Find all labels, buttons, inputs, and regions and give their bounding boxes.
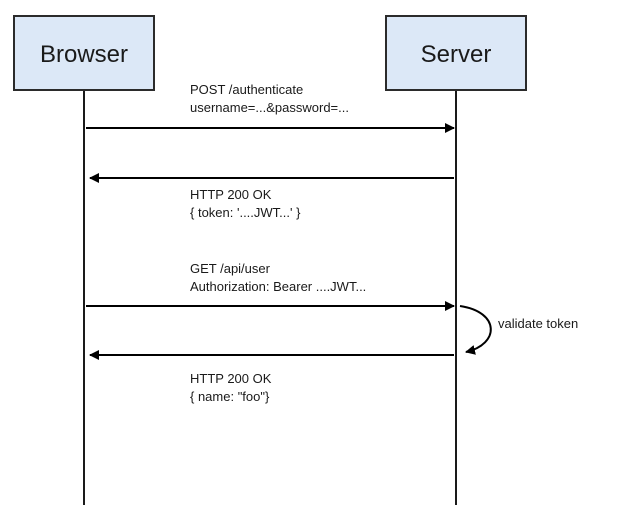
server-label: Server	[421, 41, 492, 68]
browser-actor: Browser	[13, 15, 155, 91]
message-label: { token: '....JWT...' }	[190, 205, 301, 220]
message-label: HTTP 200 OK	[190, 187, 272, 202]
message-label: Authorization: Bearer ....JWT...	[190, 279, 366, 294]
message-token-response: HTTP 200 OK { token: '....JWT...' }	[89, 173, 454, 220]
self-loop-arrow	[459, 305, 492, 355]
message-label: GET /api/user	[190, 261, 271, 276]
message-label: POST /authenticate	[190, 82, 303, 97]
message-label: { name: "foo"}	[190, 389, 270, 404]
message-label: HTTP 200 OK	[190, 371, 272, 386]
browser-label: Browser	[40, 41, 128, 68]
note-label: validate token	[498, 316, 578, 331]
validate-token-note: validate token	[459, 305, 578, 355]
server-box	[385, 15, 527, 91]
message-label: username=...&password=...	[190, 100, 349, 115]
message-authenticate: POST /authenticate username=...&password…	[86, 82, 455, 133]
server-actor: Server	[385, 15, 527, 91]
message-get-user: GET /api/user Authorization: Bearer ....…	[86, 261, 455, 311]
browser-box	[13, 15, 155, 91]
message-user-response: HTTP 200 OK { name: "foo"}	[89, 350, 454, 404]
